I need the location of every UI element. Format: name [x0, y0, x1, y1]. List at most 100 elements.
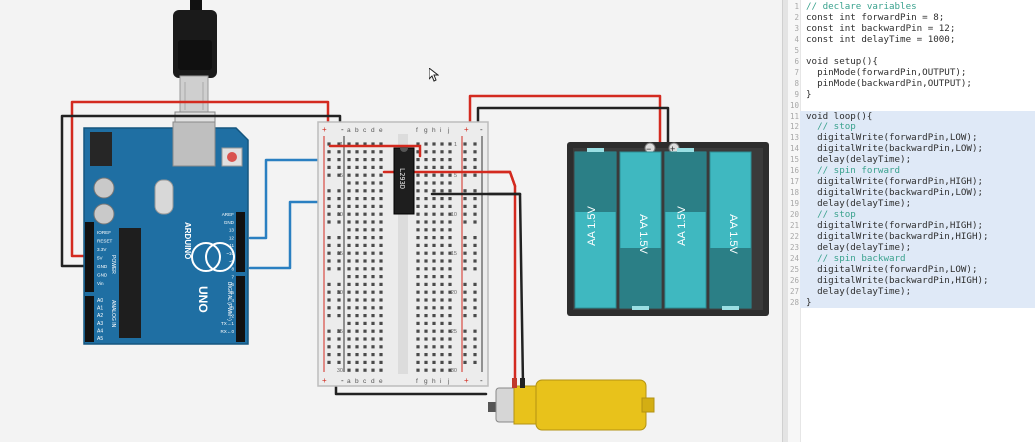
breadboard-rail-hole[interactable] [473, 158, 477, 162]
breadboard-rail-hole[interactable] [473, 212, 477, 216]
breadboard-hole[interactable] [379, 212, 383, 216]
breadboard-hole[interactable] [355, 173, 359, 177]
breadboard-rail-hole[interactable] [327, 337, 331, 341]
breadboard-hole[interactable] [355, 282, 359, 286]
breadboard-rail-hole[interactable] [463, 189, 467, 193]
breadboard-hole[interactable] [448, 173, 452, 177]
breadboard-rail-hole[interactable] [463, 243, 467, 247]
breadboard-hole[interactable] [347, 251, 351, 255]
breadboard-rail-hole[interactable] [473, 267, 477, 271]
breadboard-hole[interactable] [363, 204, 367, 208]
breadboard-hole[interactable] [379, 353, 383, 357]
breadboard-hole[interactable] [371, 173, 375, 177]
breadboard-hole[interactable] [440, 360, 444, 364]
breadboard-rail-hole[interactable] [463, 353, 467, 357]
breadboard-hole[interactable] [355, 267, 359, 271]
breadboard-rail-hole[interactable] [463, 173, 467, 177]
breadboard-rail-hole[interactable] [463, 165, 467, 169]
breadboard-hole[interactable] [448, 181, 452, 185]
breadboard-hole[interactable] [432, 368, 436, 372]
breadboard-hole[interactable] [432, 275, 436, 279]
breadboard-hole[interactable] [363, 282, 367, 286]
breadboard-hole[interactable] [416, 329, 420, 333]
breadboard-hole[interactable] [416, 282, 420, 286]
breadboard-hole[interactable] [371, 243, 375, 247]
breadboard-hole[interactable] [448, 321, 452, 325]
code-line[interactable]: 13 digitalWrite(forwardPin,LOW); [788, 132, 1035, 143]
breadboard-hole[interactable] [440, 298, 444, 302]
breadboard-hole[interactable] [355, 197, 359, 201]
breadboard-hole[interactable] [363, 165, 367, 169]
breadboard-hole[interactable] [432, 189, 436, 193]
breadboard-hole[interactable] [432, 165, 436, 169]
breadboard-hole[interactable] [448, 165, 452, 169]
breadboard-hole[interactable] [448, 189, 452, 193]
code-line[interactable]: 23 delay(delayTime); [788, 242, 1035, 253]
breadboard-hole[interactable] [424, 282, 428, 286]
breadboard-hole[interactable] [371, 267, 375, 271]
battery-cell[interactable] [664, 148, 707, 309]
breadboard-hole[interactable] [416, 243, 420, 247]
breadboard-hole[interactable] [440, 290, 444, 294]
breadboard-hole[interactable] [363, 290, 367, 294]
breadboard-hole[interactable] [416, 212, 420, 216]
breadboard-rail-hole[interactable] [337, 345, 341, 349]
breadboard-hole[interactable] [347, 189, 351, 193]
breadboard-hole[interactable] [371, 290, 375, 294]
breadboard-rail-hole[interactable] [327, 150, 331, 154]
breadboard-hole[interactable] [432, 150, 436, 154]
breadboard-hole[interactable] [363, 337, 367, 341]
breadboard-hole[interactable] [424, 298, 428, 302]
breadboard-hole[interactable] [355, 243, 359, 247]
breadboard-rail-hole[interactable] [337, 251, 341, 255]
breadboard-hole[interactable] [363, 321, 367, 325]
breadboard-hole[interactable] [371, 360, 375, 364]
breadboard-hole[interactable] [371, 306, 375, 310]
breadboard-hole[interactable] [371, 329, 375, 333]
breadboard-hole[interactable] [379, 181, 383, 185]
breadboard-hole[interactable] [355, 314, 359, 318]
breadboard-hole[interactable] [448, 290, 452, 294]
breadboard-hole[interactable] [379, 290, 383, 294]
breadboard-hole[interactable] [424, 267, 428, 271]
breadboard-hole[interactable] [379, 282, 383, 286]
breadboard-rail-hole[interactable] [327, 158, 331, 162]
breadboard-rail-hole[interactable] [463, 337, 467, 341]
breadboard-rail-hole[interactable] [327, 329, 331, 333]
code-line[interactable]: 16 // spin forward [788, 165, 1035, 176]
breadboard-hole[interactable] [424, 329, 428, 333]
breadboard-hole[interactable] [363, 259, 367, 263]
code-line[interactable]: 27 delay(delayTime); [788, 286, 1035, 297]
breadboard-rail-hole[interactable] [473, 306, 477, 310]
breadboard-rail-hole[interactable] [473, 360, 477, 364]
breadboard-hole[interactable] [355, 290, 359, 294]
breadboard-hole[interactable] [379, 173, 383, 177]
breadboard-rail-hole[interactable] [327, 204, 331, 208]
breadboard-hole[interactable] [371, 337, 375, 341]
breadboard-hole[interactable] [416, 142, 420, 146]
breadboard-hole[interactable] [347, 181, 351, 185]
breadboard-hole[interactable] [416, 360, 420, 364]
breadboard-hole[interactable] [347, 337, 351, 341]
breadboard-hole[interactable] [440, 228, 444, 232]
breadboard-hole[interactable] [379, 197, 383, 201]
breadboard-hole[interactable] [379, 306, 383, 310]
breadboard-rail-hole[interactable] [337, 298, 341, 302]
breadboard-hole[interactable] [416, 181, 420, 185]
breadboard-hole[interactable] [379, 228, 383, 232]
breadboard-hole[interactable] [432, 259, 436, 263]
code-line[interactable]: 18 digitalWrite(backwardPin,LOW); [788, 187, 1035, 198]
breadboard-hole[interactable] [371, 165, 375, 169]
breadboard-hole[interactable] [424, 314, 428, 318]
breadboard-hole[interactable] [432, 173, 436, 177]
breadboard-hole[interactable] [448, 337, 452, 341]
code-line[interactable]: 7 pinMode(forwardPin,OUTPUT); [788, 67, 1035, 78]
breadboard-hole[interactable] [448, 368, 452, 372]
breadboard-hole[interactable] [448, 360, 452, 364]
code-line[interactable]: 26 digitalWrite(backwardPin,HIGH); [788, 275, 1035, 286]
breadboard-hole[interactable] [416, 189, 420, 193]
breadboard-hole[interactable] [416, 259, 420, 263]
breadboard-hole[interactable] [416, 173, 420, 177]
